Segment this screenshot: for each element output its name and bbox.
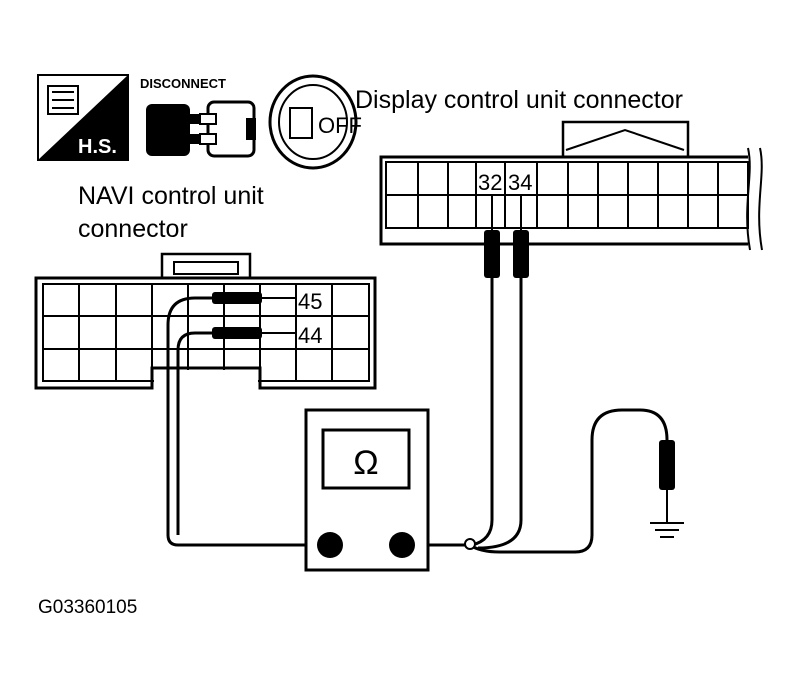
ground-symbol-icon	[650, 522, 684, 538]
display-pin-34-label: 34	[508, 170, 532, 195]
hs-badge-text: H.S.	[78, 136, 117, 158]
navi-pin-45-label: 45	[298, 289, 322, 314]
navi-probe-44	[212, 327, 296, 339]
ignition-off-icon: OFF	[268, 74, 362, 170]
display-probe-34	[513, 196, 529, 278]
disconnect-icon: DISCONNECT	[140, 76, 256, 158]
ohmmeter: Ω	[304, 408, 430, 572]
navi-pin-44-label: 44	[298, 323, 322, 348]
ohm-symbol: Ω	[353, 444, 378, 482]
navi-probe-45	[212, 292, 296, 304]
navi-connector-title-line1: NAVI control unit	[78, 182, 264, 210]
display-probe-32	[484, 196, 500, 278]
display-connector-title: Display control unit connector	[355, 86, 683, 114]
harness-inspection-icon: H.S.	[37, 74, 129, 161]
navi-connector-title-line2: connector	[78, 215, 188, 243]
junction-dot	[464, 538, 476, 550]
disconnect-label: DISCONNECT	[140, 76, 226, 91]
meter-terminal-right	[389, 532, 415, 558]
navi-connector: 45 44	[34, 252, 377, 390]
display-pin-32-label: 32	[478, 170, 502, 195]
display-connector: 32 34	[379, 120, 763, 251]
meter-display	[321, 428, 411, 490]
figure-id: G03360105	[38, 597, 137, 618]
ignition-off-label: OFF	[318, 113, 362, 138]
meter-terminal-left	[317, 532, 343, 558]
ground-probe	[659, 440, 675, 522]
